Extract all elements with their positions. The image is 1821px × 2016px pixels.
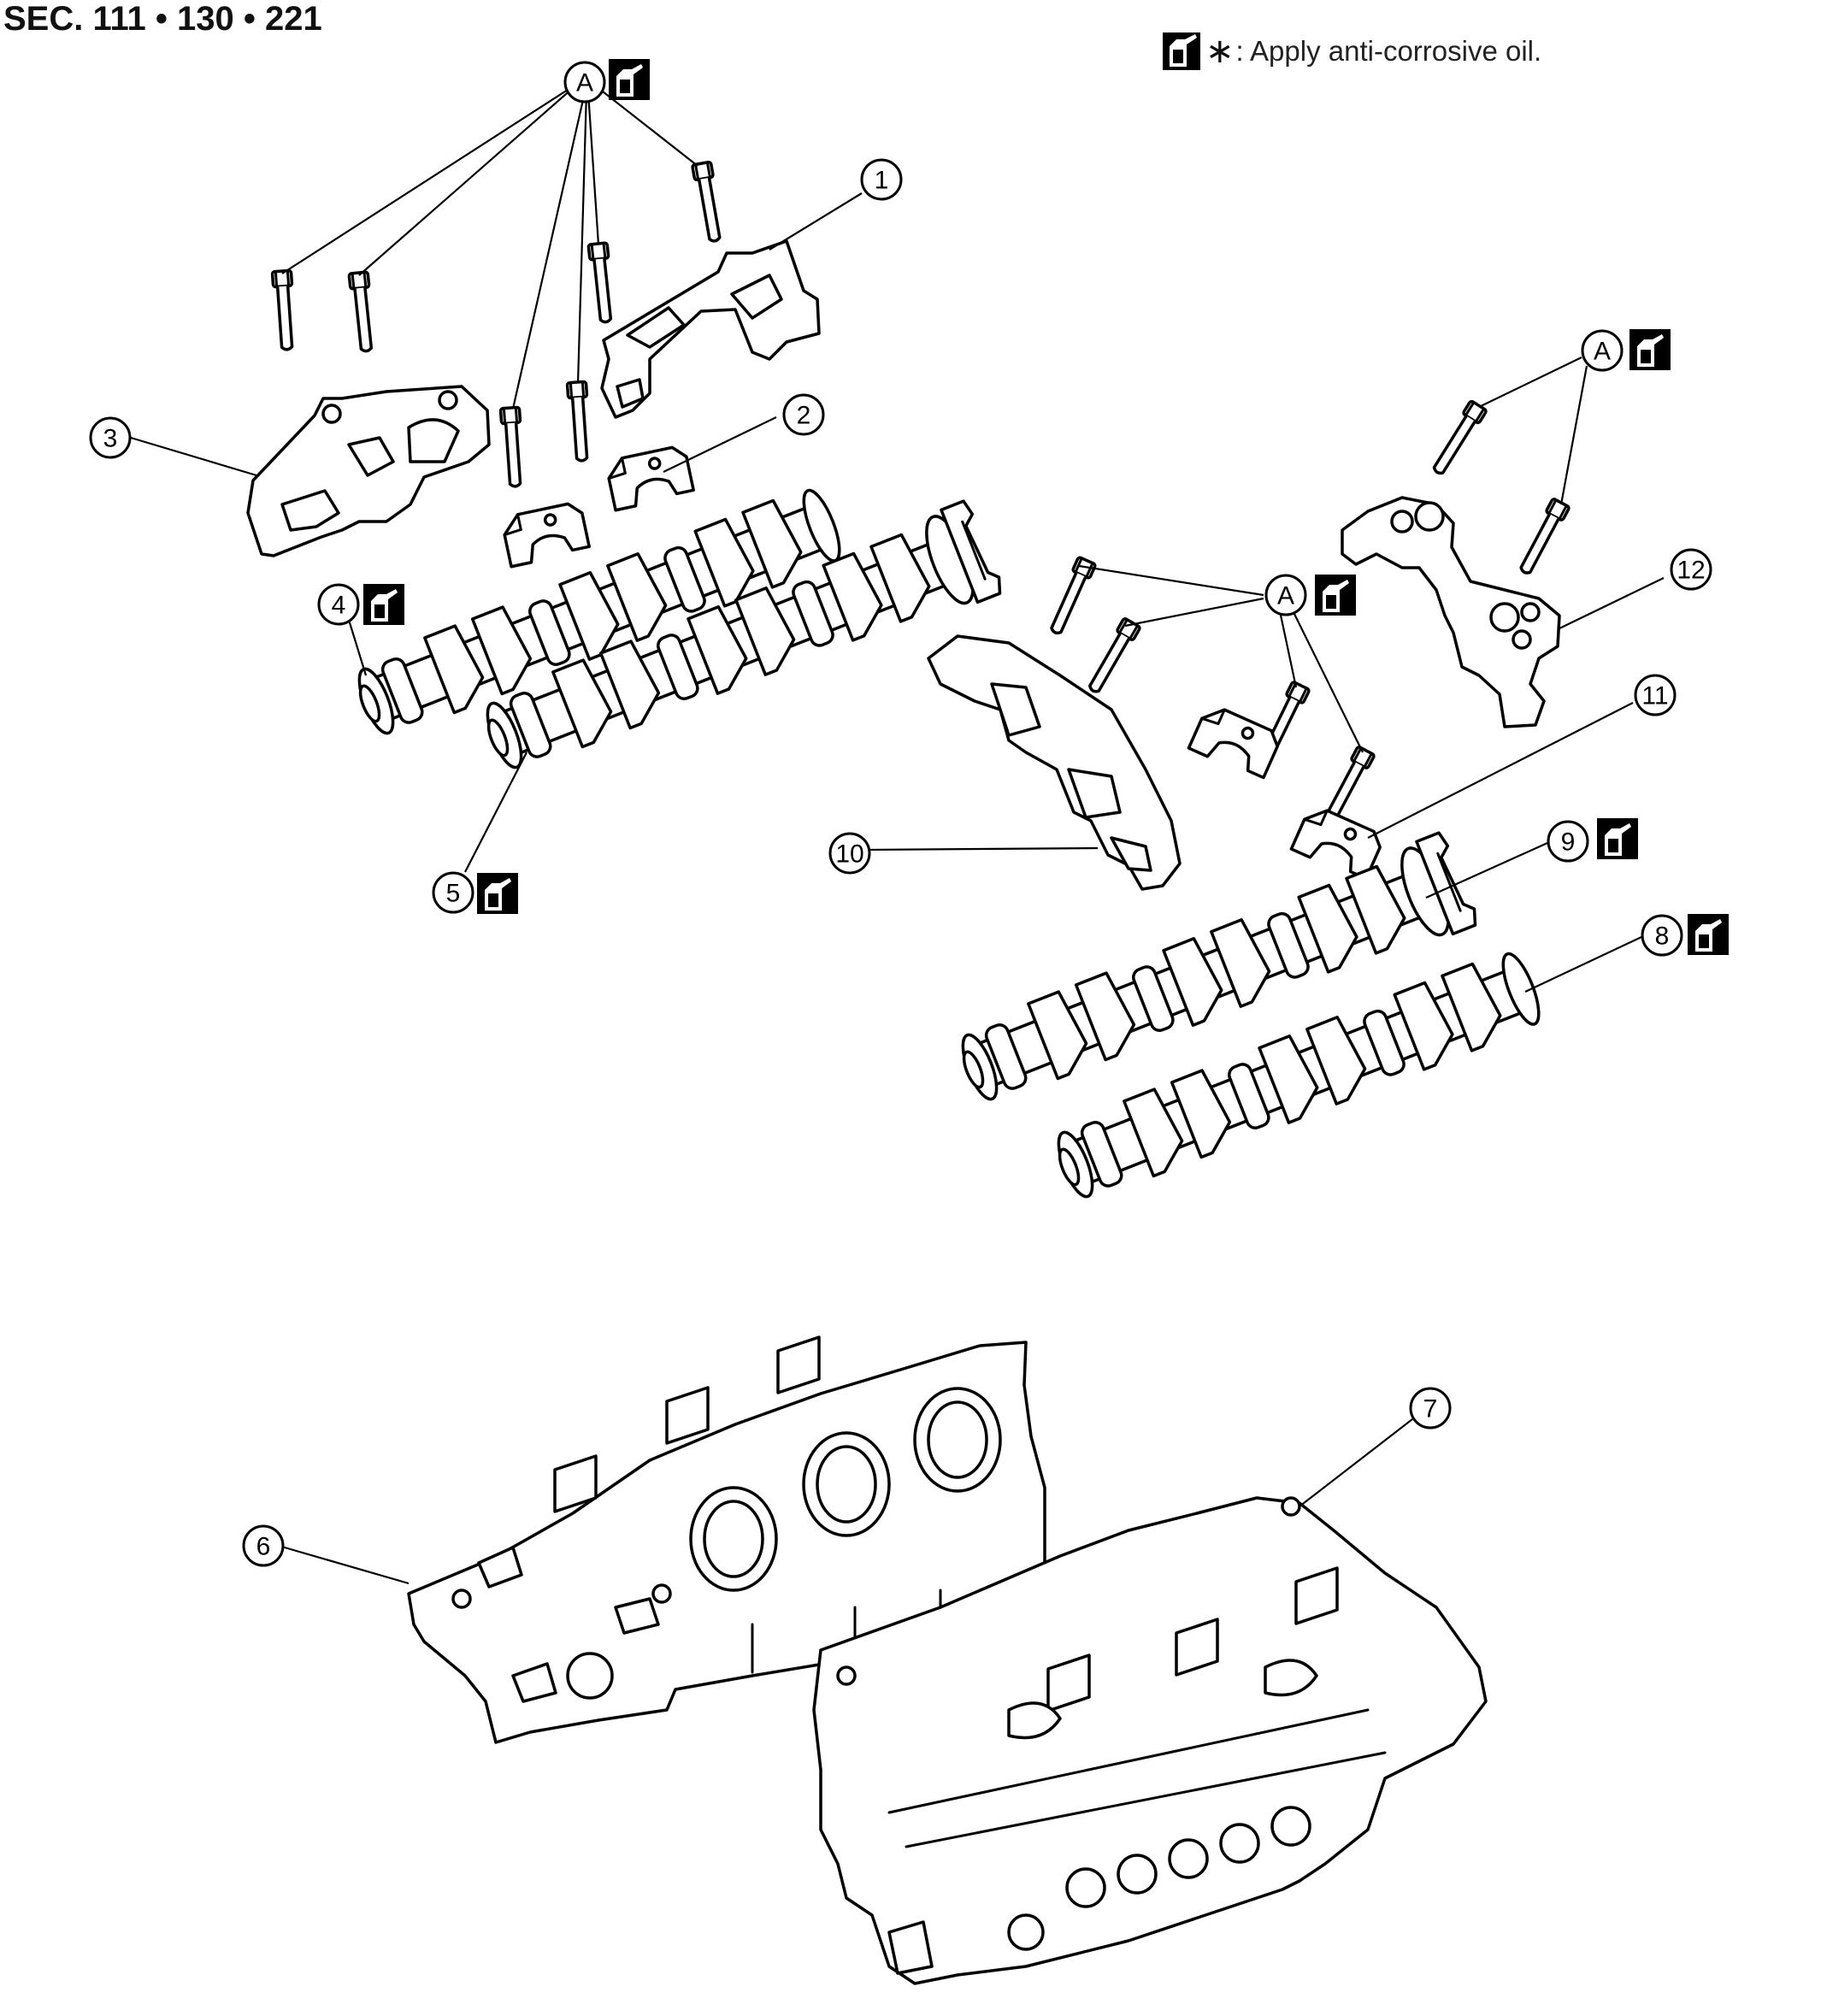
svg-text:11: 11 — [1641, 682, 1668, 710]
svg-text:7: 7 — [1423, 1395, 1438, 1424]
part-12-bracket — [1341, 496, 1561, 728]
callout-8: 8 — [1641, 914, 1683, 957]
svg-text:9: 9 — [1561, 828, 1576, 857]
part-1-bracket — [600, 239, 821, 419]
callout-11: 11 — [1634, 674, 1677, 716]
svg-text:5: 5 — [446, 880, 461, 908]
oil-can-icon — [1597, 818, 1638, 859]
callout-6: 6 — [242, 1524, 285, 1567]
callout-1: 1 — [860, 158, 903, 201]
svg-text:3: 3 — [103, 425, 118, 453]
callout-A-right-middle: A — [1264, 574, 1307, 616]
callout-4: 4 — [317, 583, 360, 626]
svg-text:1: 1 — [875, 167, 889, 195]
callout-10: 10 — [828, 832, 871, 875]
svg-text:4: 4 — [332, 592, 346, 620]
part-10-cover — [927, 634, 1182, 891]
oil-can-icon — [609, 59, 650, 100]
asterisk-icon: ∗ — [1205, 32, 1235, 71]
callout-5: 5 — [432, 871, 474, 914]
oil-can-icon — [1315, 575, 1356, 616]
leader-lines — [130, 81, 1665, 1585]
svg-text:2: 2 — [797, 402, 811, 430]
svg-text:A: A — [576, 69, 593, 97]
section-title: SEC. 111 • 130 • 221 — [3, 0, 322, 38]
part-3-cover — [246, 385, 491, 557]
oil-can-icon — [1163, 32, 1200, 70]
callout-A-right-upper: A — [1581, 329, 1624, 372]
part-9-camshaft — [947, 829, 1482, 1120]
svg-text:8: 8 — [1655, 923, 1670, 951]
svg-text:12: 12 — [1677, 557, 1705, 585]
oil-can-icon — [363, 584, 404, 625]
callout-12: 12 — [1670, 548, 1712, 591]
part-7-cylinder-head — [812, 1496, 1488, 1985]
callout-2: 2 — [782, 393, 825, 436]
oil-can-icon — [1629, 329, 1671, 370]
oil-can-icon — [477, 873, 518, 914]
svg-text:6: 6 — [256, 1533, 271, 1561]
svg-text:10: 10 — [835, 840, 863, 869]
oil-can-icon — [1688, 914, 1729, 955]
part-2-cap — [604, 443, 696, 512]
cap-right-loose — [1187, 701, 1284, 782]
callout-3: 3 — [89, 416, 132, 459]
svg-text:A: A — [1277, 582, 1294, 610]
legend: ∗ : Apply anti-corrosive oil. — [1161, 26, 1541, 77]
callout-9: 9 — [1547, 820, 1589, 863]
legend-text: : Apply anti-corrosive oil. — [1235, 35, 1542, 67]
svg-text:A: A — [1594, 338, 1611, 366]
callout-7: 7 — [1409, 1387, 1452, 1429]
cap-left-loose — [499, 499, 592, 569]
callout-A-top-left: A — [563, 61, 606, 103]
